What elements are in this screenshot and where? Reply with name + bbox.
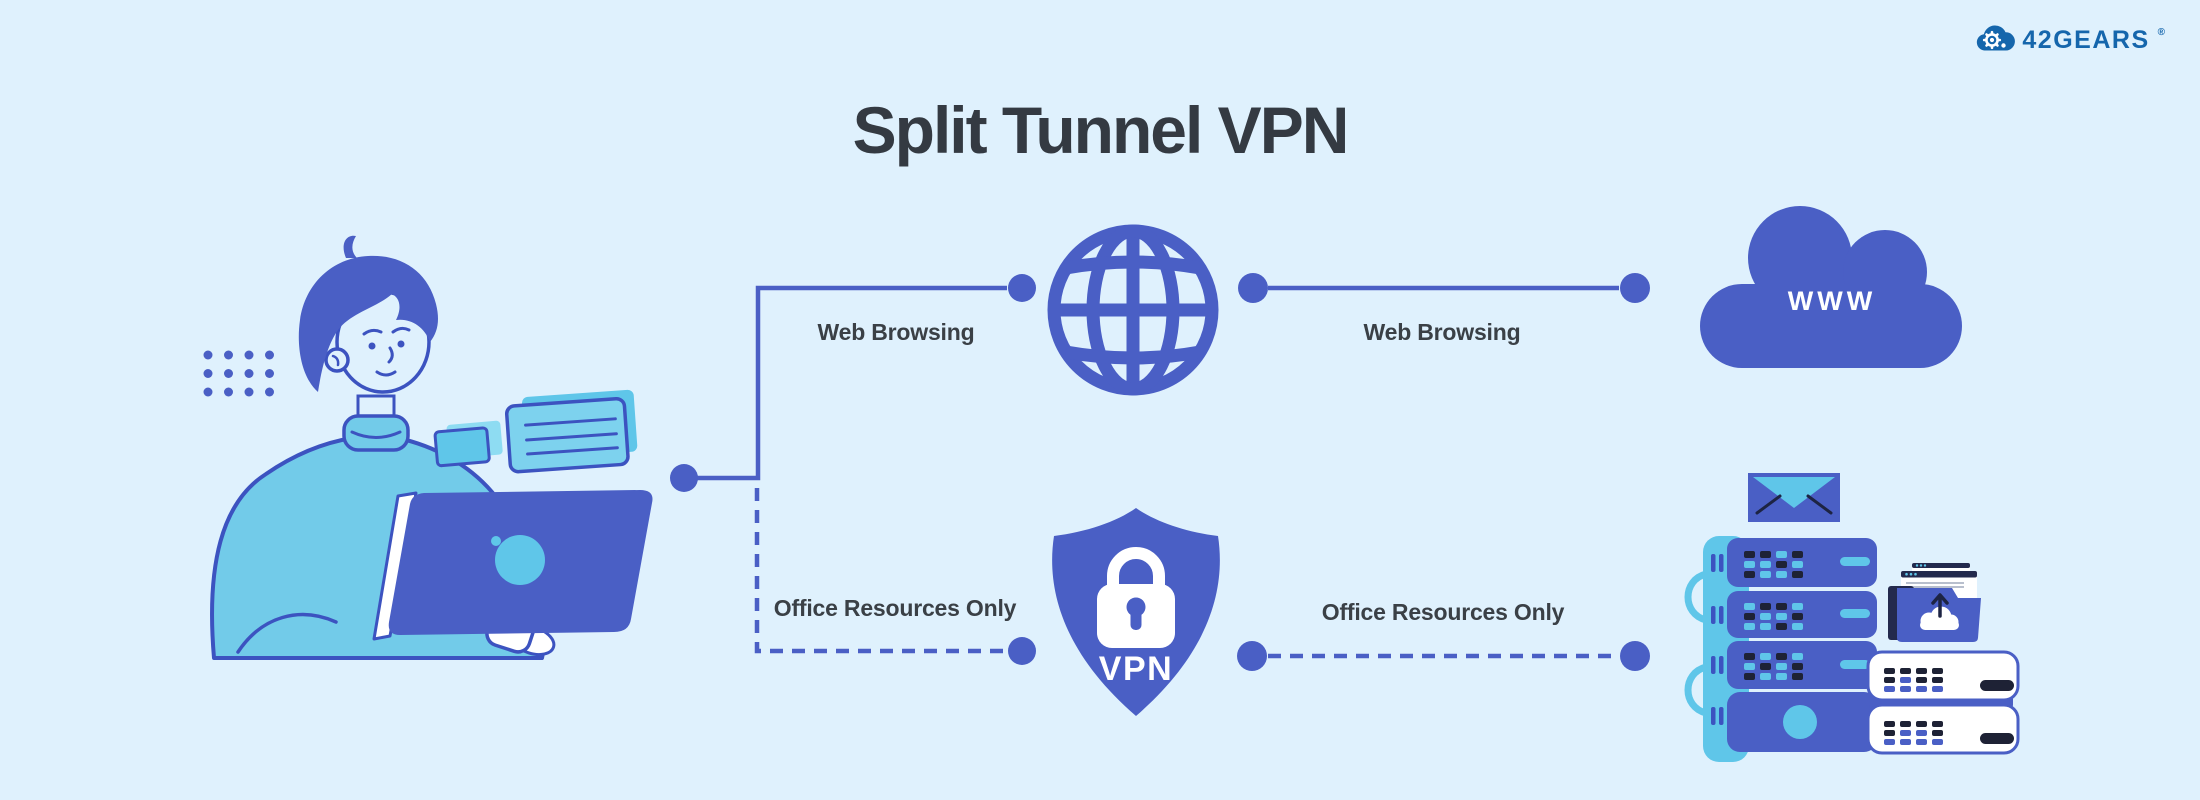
server-leds: [1744, 551, 1803, 680]
folder-upload-icon: [1888, 563, 1981, 642]
dots-pattern: [203, 350, 274, 397]
hair: [298, 255, 438, 392]
brand-logo: 42GEARS ®: [1975, 24, 2165, 56]
www-cloud-icon: [1700, 206, 1962, 368]
connector-dot: [1620, 273, 1650, 303]
server-light: [1840, 660, 1870, 669]
label-web-browsing-right: Web Browsing: [1363, 319, 1521, 345]
page-title: Split Tunnel VPN: [852, 93, 1350, 167]
web-browsing-line-left: [684, 285, 1007, 481]
server-button: [1783, 705, 1817, 739]
small-card-icon: [433, 420, 503, 468]
laptop-logo: [495, 535, 545, 585]
label-web-browsing-left: Web Browsing: [817, 319, 975, 345]
server-leds: [1884, 668, 1943, 745]
connector-dot: [1238, 273, 1268, 303]
rail-marks: [1711, 554, 1724, 725]
www-cloud-label: WWW: [1787, 286, 1877, 316]
collar-line: [350, 430, 402, 439]
collar: [342, 414, 410, 452]
laptop-icon: [372, 490, 653, 641]
brand-name: 42GEARS: [2022, 25, 2150, 54]
junction-dot: [670, 464, 698, 492]
lock-icon: [1097, 547, 1175, 648]
connector-dot: [1237, 641, 1267, 671]
registered-mark: ®: [2157, 26, 2165, 38]
server-handle: [1980, 680, 2014, 691]
label-office-resources-right: Office Resources Only: [1321, 599, 1565, 625]
server-handle: [1980, 733, 2014, 744]
connector-dot: [1008, 274, 1036, 302]
connection-lines: [670, 273, 1650, 671]
hair-tuft: [343, 235, 357, 258]
vpn-shield-icon: [1052, 508, 1220, 716]
envelope-icon: [1748, 473, 1840, 522]
document-card-icon: [504, 389, 638, 474]
globe-icon: [1047, 224, 1219, 396]
office-line-left: [754, 488, 1007, 654]
server-light: [1840, 557, 1870, 566]
server-stack-icon: [1684, 473, 2020, 762]
label-office-resources-left: Office Resources Only: [773, 595, 1017, 621]
connector-dot: [1008, 637, 1036, 665]
vpn-shield-label: VPN: [1098, 650, 1174, 688]
sweater-fold: [236, 612, 338, 654]
connector-dot: [1620, 641, 1650, 671]
person-illustration: [210, 235, 653, 660]
cloud-upload-icon: [1920, 593, 1959, 630]
cloud-gear-icon: [1977, 25, 2016, 51]
ear-line: [331, 354, 340, 367]
server-light: [1840, 609, 1870, 618]
facial-features: [362, 326, 411, 377]
